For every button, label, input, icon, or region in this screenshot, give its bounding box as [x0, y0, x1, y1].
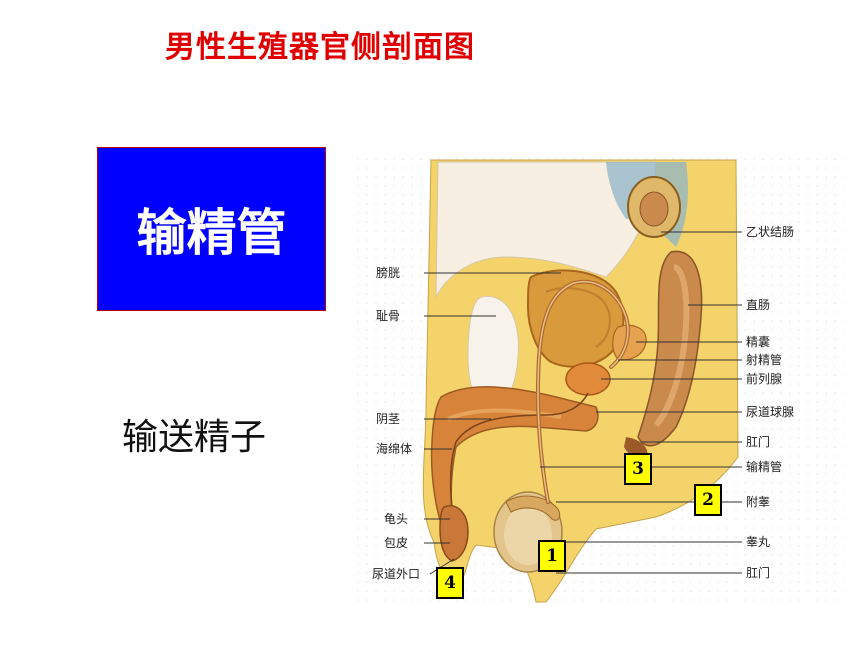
label-corpus-spongiosum: 海绵体 [376, 442, 413, 456]
label-foreskin: 包皮 [384, 536, 409, 550]
marker-1: 1 [538, 540, 566, 572]
anatomy-diagram: 膀胱 耻骨 阴茎 海绵体 龟头 包皮 尿道外口 乙状结肠 直肠 精囊 射精管 前… [356, 157, 844, 607]
marker-4: 4 [436, 567, 464, 599]
label-bulbourethral-gland: 尿道球腺 [746, 405, 795, 419]
label-vas-deferens: 输精管 [746, 460, 783, 474]
label-anus: 肛门 [746, 435, 771, 449]
label-rectum: 直肠 [746, 298, 771, 312]
term-text: 输精管 [136, 204, 287, 262]
slide-title: 男性生殖器官侧剖面图 [165, 30, 475, 65]
label-anus-lower: 肛门 [746, 566, 771, 580]
term-box: 输精管 [97, 147, 326, 311]
label-epididymis: 附睾 [746, 495, 771, 509]
marker-2: 2 [694, 484, 722, 516]
label-glans: 龟头 [384, 512, 409, 526]
marker-3: 3 [624, 453, 652, 485]
label-seminal-vesicle: 精囊 [746, 335, 771, 349]
label-penis: 阴茎 [376, 412, 401, 426]
label-pubis: 耻骨 [376, 309, 401, 323]
label-prostate: 前列腺 [746, 372, 783, 386]
label-sigmoid-colon: 乙状结肠 [746, 225, 795, 239]
term-description: 输送精子 [122, 417, 267, 458]
label-urethral-opening: 尿道外口 [372, 567, 421, 581]
label-ejaculatory-duct: 射精管 [746, 353, 783, 367]
anatomy-illustration [356, 157, 844, 607]
label-bladder: 膀胱 [376, 266, 401, 280]
label-testis: 睾丸 [746, 535, 771, 549]
